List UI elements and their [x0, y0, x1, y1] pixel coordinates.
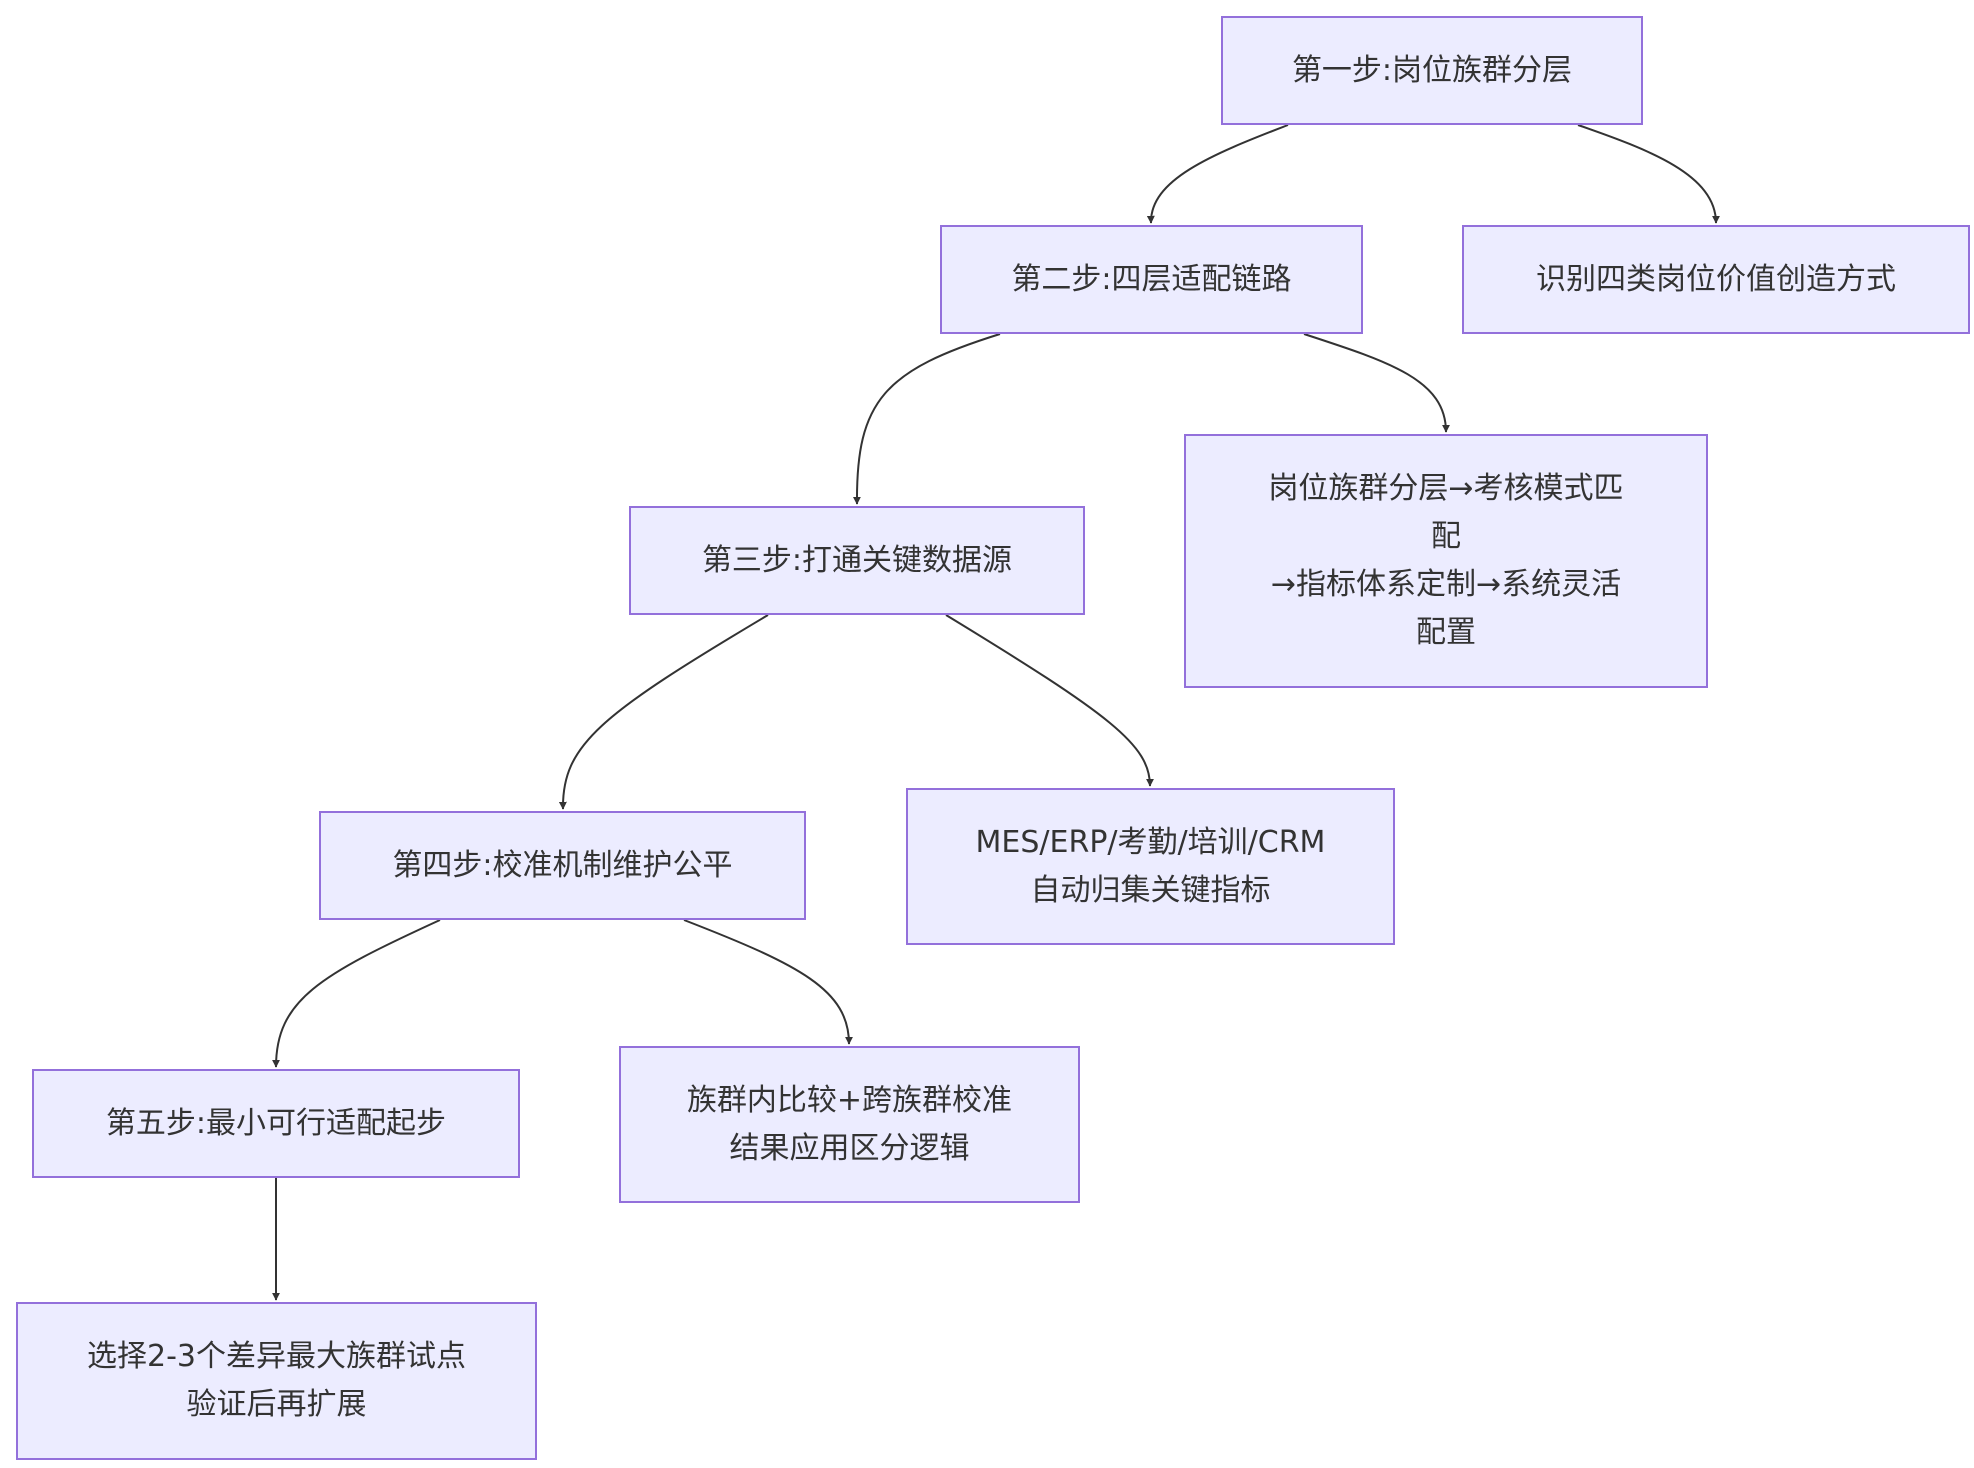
node-adaptation-chain-detail: 岗位族群分层→考核模式匹 配 →指标体系定制→系统灵活 配置	[1184, 434, 1708, 688]
node-calibration-detail: 族群内比较+跨族群校准 结果应用区分逻辑	[619, 1046, 1080, 1203]
edge-step3-to-step4	[558, 614, 769, 810]
node-step2-four-layer-chain: 第二步:四层适配链路	[940, 225, 1363, 334]
node-pilot-detail: 选择2-3个差异最大族群试点 验证后再扩展	[16, 1302, 537, 1460]
node-step4-calibration-fairness: 第四步:校准机制维护公平	[319, 811, 806, 920]
node-label: MES/ERP/考勤/培训/CRM 自动归集关键指标	[975, 824, 1326, 908]
node-label: 第三步:打通关键数据源	[701, 542, 1013, 578]
edge-step3-to-datasource	[945, 614, 1154, 787]
node-label: 第四步:校准机制维护公平	[392, 847, 733, 883]
edge-step2-to-step3	[852, 333, 1001, 505]
node-label: 选择2-3个差异最大族群试点 验证后再扩展	[87, 1339, 466, 1422]
node-label: 第一步:岗位族群分层	[1291, 52, 1573, 88]
node-label: 识别四类岗位价值创造方式	[1536, 261, 1896, 297]
node-identify-value-creation: 识别四类岗位价值创造方式	[1462, 225, 1970, 334]
node-label: 族群内比较+跨族群校准 结果应用区分逻辑	[686, 1082, 1013, 1166]
node-step5-minimum-viable-start: 第五步:最小可行适配起步	[32, 1069, 520, 1178]
edge-step1-to-identify	[1577, 124, 1720, 224]
edge-step1-to-step2	[1146, 124, 1289, 224]
node-label: 岗位族群分层→考核模式匹 配 →指标体系定制→系统灵活 配置	[1268, 471, 1624, 650]
node-label: 第五步:最小可行适配起步	[105, 1105, 447, 1141]
edge-step4-to-step5	[272, 919, 441, 1068]
node-data-sources-detail: MES/ERP/考勤/培训/CRM 自动归集关键指标	[906, 788, 1395, 945]
edge-step2-to-chain	[1303, 333, 1450, 433]
edge-step4-to-calibration	[683, 919, 853, 1045]
node-label: 第二步:四层适配链路	[1011, 261, 1292, 297]
node-step1-job-family-layering: 第一步:岗位族群分层	[1221, 16, 1643, 125]
node-step3-connect-data-sources: 第三步:打通关键数据源	[629, 506, 1085, 615]
